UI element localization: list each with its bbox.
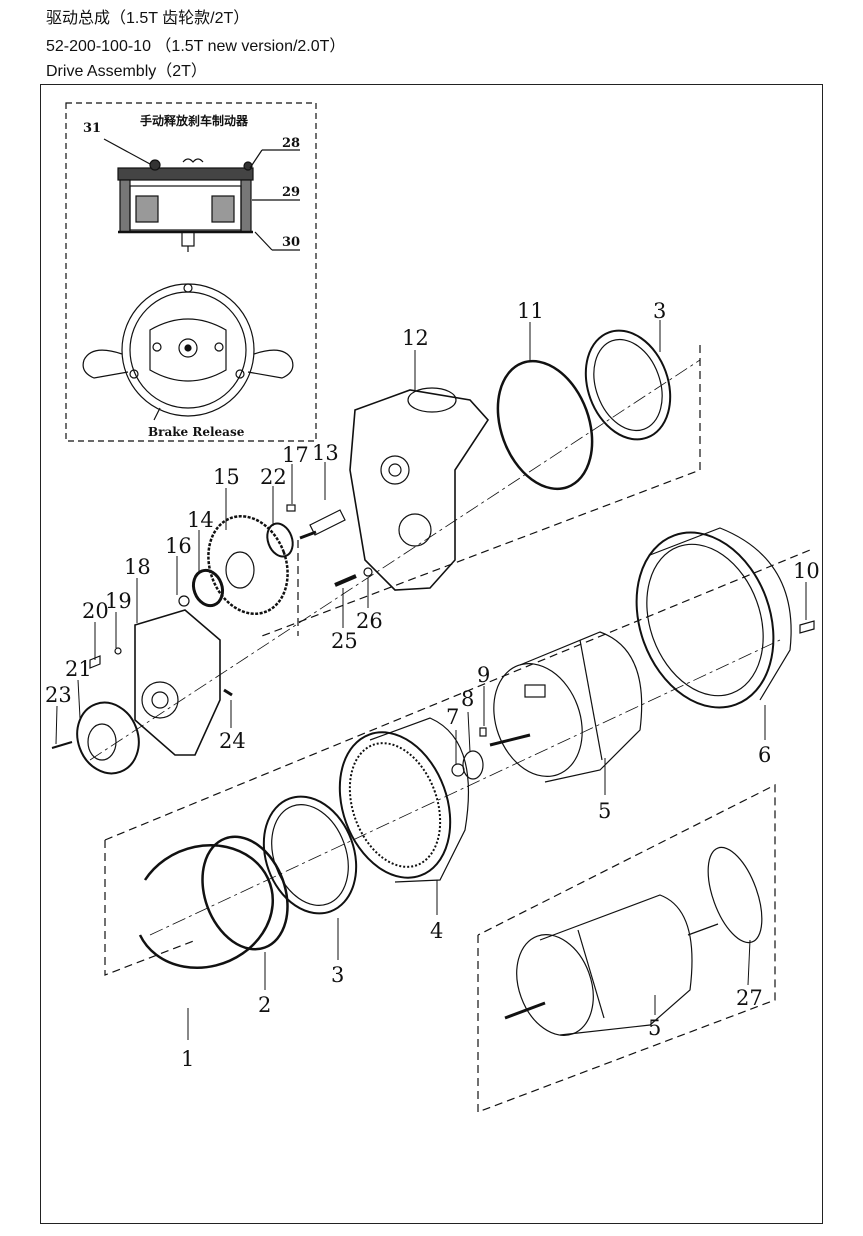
- part-label-27: 27: [736, 986, 763, 1010]
- part-label-21: 21: [65, 657, 92, 681]
- part-label-25: 25: [331, 629, 358, 653]
- inset-callout-31: 31: [83, 121, 101, 136]
- inset-callouts: 31 28 29 30: [83, 121, 300, 250]
- part-label-15: 15: [213, 465, 240, 489]
- part-6-wheel: [635, 527, 792, 709]
- diagram-frame: [40, 84, 823, 1224]
- part-5-motor-lower: [504, 894, 719, 1036]
- part-label-3-front: 3: [331, 963, 344, 987]
- part-label-1: 1: [181, 1047, 194, 1071]
- part-label-6: 6: [758, 743, 771, 767]
- part-label-23: 23: [45, 683, 72, 707]
- part-label-10: 10: [793, 559, 820, 583]
- part-label-13: 13: [312, 441, 339, 465]
- part-3-bearing-front: [262, 795, 358, 915]
- part-27-end-plate: [707, 846, 763, 944]
- part-10-bolt: [799, 620, 815, 634]
- part-label-5-lower: 5: [648, 1016, 661, 1040]
- part-5-motor-upper: [489, 631, 643, 783]
- part-12-gearbox-housing: [349, 387, 490, 591]
- part-label-7: 7: [446, 705, 459, 729]
- part-label-11: 11: [517, 299, 544, 323]
- part-2-o-ring: [201, 835, 289, 951]
- inset-callout-30: 30: [282, 235, 300, 250]
- part-22-bearing: [266, 522, 294, 558]
- part-1-snap-ring: [138, 844, 275, 970]
- part-26-washer: [363, 567, 373, 577]
- part-17-key: [286, 504, 296, 512]
- part-label-12: 12: [402, 326, 429, 350]
- part-25-bolt: [334, 574, 357, 587]
- part-label-5-upper: 5: [598, 799, 611, 823]
- assembly-dashed-boundaries: [104, 345, 811, 1113]
- part-label-16: 16: [165, 534, 192, 558]
- part-4-ring-gear: [338, 717, 470, 883]
- leader-lines: [55, 320, 807, 1040]
- axis-center-lines: [89, 359, 781, 936]
- part-24-pin: [223, 688, 233, 697]
- part-label-18: 18: [124, 555, 151, 579]
- part-label-8: 8: [461, 687, 474, 711]
- part-14-bearing: [191, 568, 225, 608]
- inset-title: 手动释放刹车制动器: [140, 113, 249, 128]
- part-label-24: 24: [219, 729, 246, 753]
- part-18-cover-plate: [134, 609, 221, 756]
- inset-callout-28: 28: [282, 136, 300, 151]
- part-label-26: 26: [356, 609, 383, 633]
- part-label-9: 9: [477, 663, 490, 687]
- part-11-o-ring: [496, 359, 594, 491]
- brake-release-inset: 手动释放刹车制动器 Brake Release: [65, 102, 317, 442]
- part-label-20: 20: [82, 599, 109, 623]
- part-7-8-9-pinion: [451, 727, 487, 780]
- inset-caption: Brake Release: [148, 425, 245, 439]
- part-number-labels: 1 2 3 3 4 5 5 6 7 8 9 10 11 12 13 14 15 …: [45, 299, 820, 1071]
- part-13-shaft: [299, 509, 346, 540]
- part-label-22: 22: [260, 465, 287, 489]
- header-line-chinese: 驱动总成（1.5T 齿轮款/2T）: [46, 10, 250, 27]
- part-20-screw: [89, 655, 101, 669]
- part-label-19: 19: [105, 589, 132, 613]
- header-part-number: 52-200-100-10 （1.5T new version/2.0T）: [46, 38, 346, 55]
- part-16-circlip: [178, 595, 190, 607]
- part-label-2: 2: [258, 993, 271, 1017]
- part-21-brake: [76, 701, 140, 775]
- inset-callout-29: 29: [282, 185, 300, 200]
- part-label-14: 14: [187, 508, 214, 532]
- part-19-washer: [114, 647, 122, 655]
- part-label-3-rear: 3: [653, 299, 666, 323]
- part-23-screw: [51, 741, 73, 749]
- part-label-4: 4: [430, 919, 443, 943]
- header-english-title: Drive Assembly（2T）: [46, 63, 207, 80]
- part-3-bearing-rear: [584, 329, 672, 441]
- part-label-17: 17: [282, 443, 309, 467]
- part-15-gear: [207, 515, 289, 615]
